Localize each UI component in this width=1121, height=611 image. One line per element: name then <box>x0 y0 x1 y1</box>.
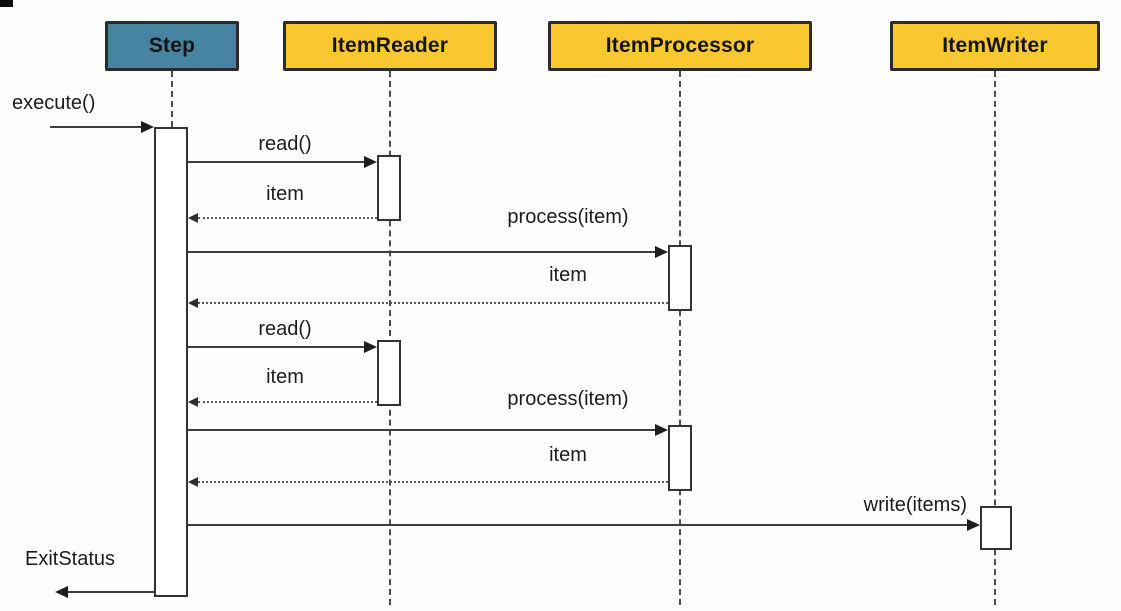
arrowhead-icon <box>141 121 154 133</box>
message-line-read-2 <box>188 346 364 348</box>
message-label-execute: execute() <box>12 92 96 114</box>
message-label-item-2: item <box>549 264 587 286</box>
corner-artifact <box>0 0 13 7</box>
participant-itemreader: ItemReader <box>283 21 497 71</box>
participant-step: Step <box>105 21 239 71</box>
participant-itemwriter-label: ItemWriter <box>942 34 1048 57</box>
message-label-write: write(items) <box>863 494 967 516</box>
arrowhead-icon <box>55 586 68 598</box>
message-label-item-1: item <box>266 183 304 205</box>
message-label-process-1: process(item) <box>507 206 629 228</box>
arrowhead-icon <box>188 213 198 223</box>
message-line-read-1 <box>188 161 364 163</box>
message-label-item-4: item <box>549 444 587 466</box>
participant-itemprocessor: ItemProcessor <box>548 21 812 71</box>
message-label-process-2: process(item) <box>507 388 629 410</box>
activation-itemreader-1 <box>377 155 401 221</box>
arrowhead-icon <box>364 156 377 168</box>
activation-itemwriter <box>980 506 1012 550</box>
message-line-process-2 <box>188 429 655 431</box>
arrowhead-icon <box>188 477 198 487</box>
message-line-exitstatus <box>67 591 154 593</box>
lifeline-itemwriter <box>994 71 996 605</box>
activation-itemprocessor-1 <box>668 245 692 311</box>
message-line-item-4 <box>198 481 668 483</box>
message-label-exitstatus: ExitStatus <box>25 548 116 570</box>
lifeline-step <box>171 71 173 127</box>
lifeline-itemreader <box>389 71 391 605</box>
activation-step <box>154 127 188 597</box>
arrowhead-icon <box>188 298 198 308</box>
message-line-process-1 <box>188 251 655 253</box>
participant-itemreader-label: ItemReader <box>331 34 449 57</box>
message-line-item-1 <box>198 217 377 219</box>
message-label-read-1: read() <box>258 133 312 155</box>
participant-step-label: Step <box>148 34 196 57</box>
arrowhead-icon <box>188 397 198 407</box>
arrowhead-icon <box>967 519 980 531</box>
message-line-item-3 <box>198 401 377 403</box>
message-line-execute <box>50 126 141 128</box>
message-label-item-3: item <box>266 366 304 388</box>
participant-itemprocessor-label: ItemProcessor <box>605 34 755 57</box>
lifeline-itemprocessor <box>679 71 681 605</box>
arrowhead-icon <box>364 341 377 353</box>
participant-itemwriter: ItemWriter <box>890 21 1100 71</box>
arrowhead-icon <box>655 424 668 436</box>
message-line-write <box>188 524 967 526</box>
message-label-read-2: read() <box>258 318 312 340</box>
message-line-item-2 <box>198 302 668 304</box>
arrowhead-icon <box>655 246 668 258</box>
activation-itemreader-2 <box>377 340 401 406</box>
activation-itemprocessor-2 <box>668 425 692 491</box>
